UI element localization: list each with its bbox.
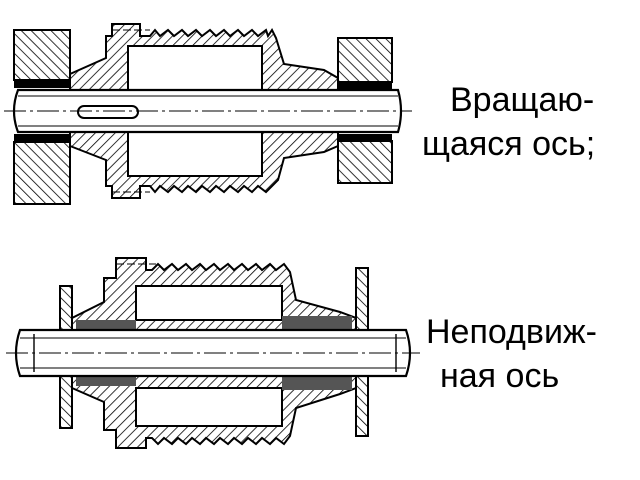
fixed-hub-top-section — [71, 257, 357, 331]
caption-line: Вращаю- — [450, 81, 595, 119]
bushing-top-right — [282, 316, 352, 330]
hub-top-section — [69, 23, 339, 91]
rotating-axle-drawing — [4, 23, 412, 205]
caption-line: ная ось — [440, 357, 560, 395]
bushing-top-left — [76, 320, 136, 330]
bushing-bottom-left — [76, 376, 136, 386]
right-support-top — [337, 37, 393, 83]
fixed-hub-bottom-section — [71, 375, 357, 449]
left-support-bottom — [13, 141, 71, 205]
right-bearing-bottom — [338, 134, 392, 141]
right-support-bottom — [337, 140, 393, 184]
left-bearing-top — [14, 80, 70, 88]
caption-line: Неподвиж- — [426, 313, 597, 351]
bushing-bottom-right — [282, 376, 352, 390]
hub-bottom-section — [69, 131, 339, 199]
key-slot — [77, 105, 139, 119]
left-bearing-bottom — [14, 134, 70, 142]
rotating-axle-caption: Вращаю- щаяся ось; — [422, 78, 595, 166]
caption-line: щаяся ось; — [422, 125, 596, 163]
left-support-top — [13, 29, 71, 81]
right-flange — [355, 267, 369, 437]
right-bearing-top — [338, 82, 392, 89]
fixed-axle-caption: Неподвиж- ная ось — [426, 310, 597, 398]
fixed-axle-drawing — [6, 257, 420, 449]
